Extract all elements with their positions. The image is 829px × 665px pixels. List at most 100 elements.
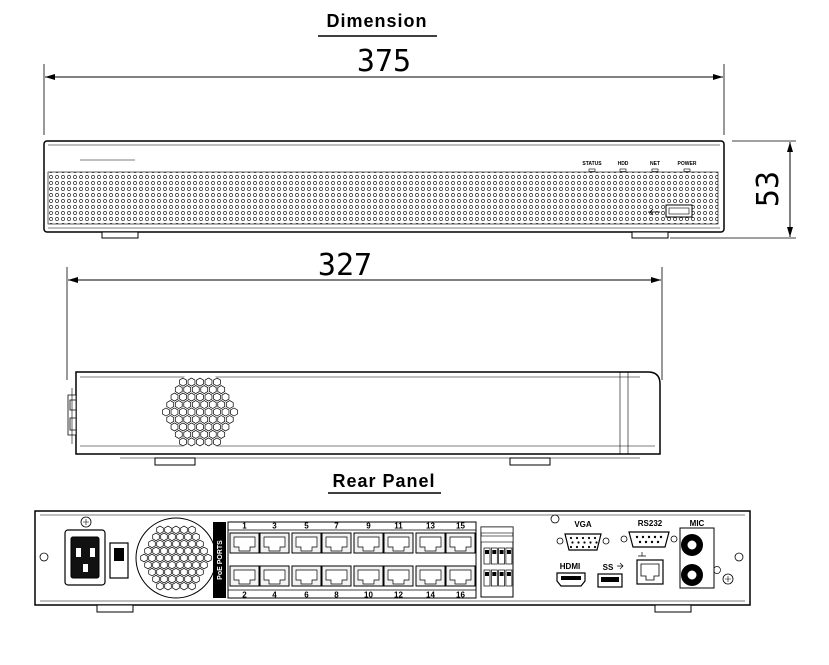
- rj45-jack: [325, 536, 348, 552]
- vent-hole: [204, 377, 213, 387]
- vent-hole: [192, 560, 200, 570]
- vent-hole: [179, 437, 187, 447]
- rj45-jack: [325, 569, 348, 585]
- terminal-cell: [498, 547, 505, 565]
- poe-port-number: 3: [272, 522, 277, 531]
- vent-hole: [208, 415, 217, 424]
- terminal-cell: [483, 547, 491, 565]
- vga-pin: [575, 536, 579, 540]
- rs232-screw: [620, 535, 628, 543]
- rear-fan-holes: [140, 525, 212, 591]
- vent-hole: [208, 400, 217, 409]
- vent-hole: [170, 422, 179, 432]
- vent-hole: [156, 539, 164, 549]
- rj45-jack: [295, 569, 318, 585]
- rs232-pin: [650, 540, 654, 544]
- poe-port-number: 8: [334, 591, 339, 600]
- poe-port-number: 9: [366, 522, 371, 531]
- vent-hole: [148, 553, 156, 563]
- poe-port-number: 10: [364, 591, 373, 600]
- rs232-pin: [647, 535, 651, 539]
- vent-hole: [156, 567, 164, 577]
- poe-port-number: 13: [426, 522, 435, 531]
- poe-port-number: 16: [456, 591, 465, 600]
- terminal-screw: [485, 572, 489, 576]
- vent-hole: [217, 400, 226, 409]
- vent-hole: [221, 407, 230, 417]
- vent-hole: [148, 567, 156, 577]
- vga-pin: [593, 545, 597, 549]
- rear-panel-title: Rear Panel: [332, 471, 435, 491]
- vent-hole: [174, 430, 183, 439]
- vent-hole: [160, 546, 168, 556]
- terminal-screws: [483, 547, 513, 587]
- vent-hole: [196, 377, 204, 387]
- front-usb-slot: [668, 207, 690, 215]
- power-inlet-socket: [70, 536, 100, 579]
- terminal-screw: [492, 572, 497, 576]
- vga-pin: [569, 536, 573, 540]
- vent-hole: [172, 553, 180, 563]
- terminal-cell: [483, 569, 491, 587]
- width-dimension-label: 375: [357, 44, 411, 79]
- vent-hole: [176, 560, 184, 570]
- vent-hole: [213, 392, 221, 402]
- vent-hole: [188, 581, 196, 591]
- poe-port-number: 5: [304, 522, 309, 531]
- vent-hole: [200, 560, 208, 570]
- vent-hole: [166, 415, 175, 424]
- rj45-jack: [233, 569, 256, 585]
- vent-hole: [180, 553, 188, 563]
- vent-hole: [176, 546, 184, 556]
- vent-hole: [180, 581, 188, 591]
- poe-port-number: 12: [394, 591, 403, 600]
- power-switch-rocker: [114, 548, 124, 561]
- vent-hole: [191, 385, 200, 394]
- rj45-jack: [419, 569, 442, 585]
- vent-hole: [162, 407, 170, 417]
- terminal-screw: [492, 550, 497, 554]
- vent-hole: [170, 392, 179, 402]
- vent-hole: [148, 539, 156, 549]
- screw-icon: [83, 519, 89, 525]
- vent-hole: [152, 532, 160, 542]
- vent-hole: [221, 392, 230, 402]
- vent-hole: [188, 525, 196, 535]
- vent-hole: [170, 407, 179, 417]
- vga-pin: [569, 545, 573, 549]
- vent-hole: [156, 581, 164, 591]
- vent-hole: [217, 430, 226, 439]
- power-pin: [76, 548, 81, 557]
- vent-hole: [200, 430, 209, 439]
- vga-pin: [575, 545, 579, 549]
- vent-hole: [164, 581, 172, 591]
- vent-hole: [196, 553, 204, 563]
- vent-hole: [187, 392, 196, 402]
- poe-port-number: 14: [426, 591, 435, 600]
- vent-hole: [204, 553, 212, 563]
- vent-hole: [168, 546, 176, 556]
- vent-hole: [187, 377, 196, 387]
- rs232-pin: [659, 535, 663, 539]
- vent-hole: [164, 539, 172, 549]
- vent-hole: [200, 400, 209, 409]
- front-foot-right: [631, 231, 669, 239]
- vent-hole: [172, 567, 180, 577]
- terminal-cell: [505, 569, 513, 587]
- vent-hole: [184, 532, 192, 542]
- vent-hole: [204, 392, 213, 402]
- vent-hole: [164, 567, 172, 577]
- front-vent-grille: [47, 171, 719, 225]
- power-led: [683, 168, 691, 172]
- rj45-jack: [357, 569, 380, 585]
- terminal-screw: [499, 572, 504, 576]
- poe-label-strip: [213, 522, 226, 598]
- hdd-led: [619, 168, 627, 172]
- vent-hole: [180, 525, 188, 535]
- vent-hole: [188, 553, 196, 563]
- vent-hole: [184, 560, 192, 570]
- lan-jack: [640, 563, 660, 581]
